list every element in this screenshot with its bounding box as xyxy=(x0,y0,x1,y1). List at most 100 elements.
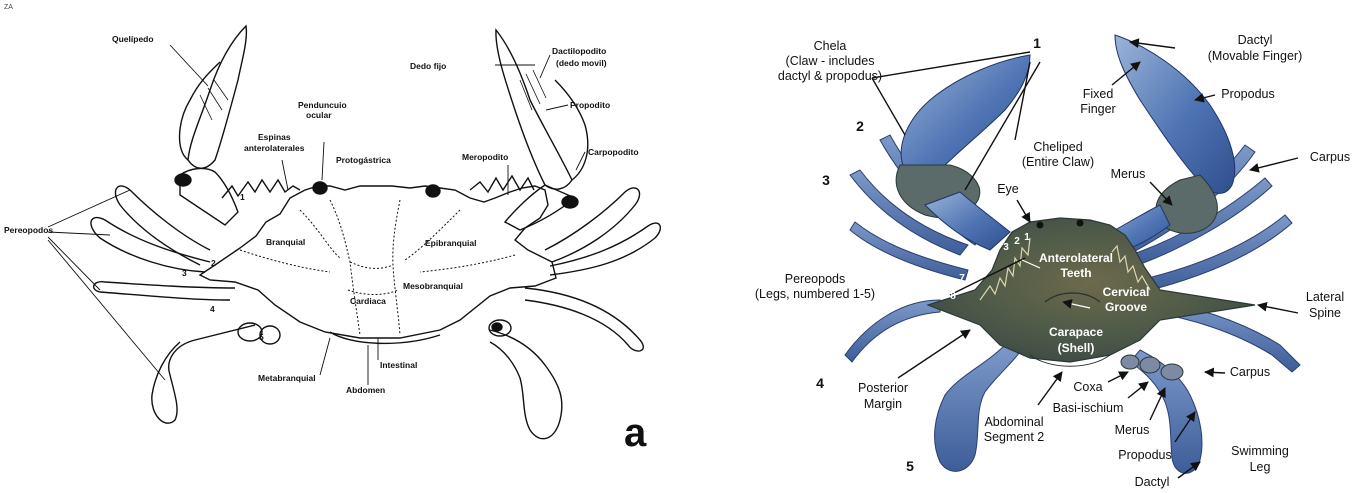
right-leg-number: 2 xyxy=(856,118,864,134)
label-coxa: Coxa xyxy=(1073,380,1102,394)
left-leg-number: 3 xyxy=(182,268,187,278)
left-panel-labels: Quelípedo Dactilopodito (dedo movil) Ded… xyxy=(4,34,647,455)
label-segment-2: Segment 2 xyxy=(984,430,1045,444)
tooth-number: 4 xyxy=(991,248,997,259)
left-claw-dactyl xyxy=(188,26,246,168)
label-ocular: ocular xyxy=(306,110,332,120)
label-margin: Margin xyxy=(864,397,902,411)
right-leg-number: 4 xyxy=(816,375,824,391)
left-leg-3 xyxy=(91,218,210,272)
right-claw-carpus xyxy=(505,185,575,230)
label-teeth: Teeth xyxy=(1060,266,1091,280)
swimming-leg-left xyxy=(935,345,1020,471)
label-fixed: Fixed xyxy=(1083,87,1114,101)
left-leg-number: 1 xyxy=(240,192,245,202)
tooth-number: 5 xyxy=(979,256,985,267)
label-cervical: Cervical xyxy=(1103,285,1150,299)
left-leg-number: 4 xyxy=(210,304,215,314)
label-propodito: Propodito xyxy=(570,100,610,110)
label-anterolaterales: anterolaterales xyxy=(244,143,305,153)
label-eye: Eye xyxy=(997,182,1019,196)
label-intestinal: Intestinal xyxy=(380,360,417,370)
label-cheliped: Cheliped xyxy=(1033,140,1082,154)
label-quelipedo: Quelípedo xyxy=(112,34,154,44)
label-merus-bottom: Merus xyxy=(1115,423,1150,437)
label-dactyl-bottom: Dactyl xyxy=(1135,475,1170,489)
label-carpus-bottom: Carpus xyxy=(1230,365,1270,379)
right-leg-3 xyxy=(550,223,660,275)
label-abdominal: Abdominal xyxy=(984,415,1043,429)
right-leg-4-left xyxy=(845,300,940,362)
tooth-number: 3 xyxy=(1003,242,1009,253)
right-eye-icon xyxy=(426,185,440,197)
tooth-number: 1 xyxy=(1024,232,1030,243)
right-claw-fixed xyxy=(555,80,588,180)
label-metabranquial: Metabranquial xyxy=(258,373,316,383)
right-leg-number: 5 xyxy=(906,458,914,474)
right-swim-leg xyxy=(490,330,562,439)
label-chela-claw: (Claw - includes xyxy=(786,54,875,68)
label-epibranquial: Epibranquial xyxy=(425,238,476,248)
label-carpopodito: Carpopodito xyxy=(588,147,639,157)
crab-eye-icon xyxy=(1037,222,1044,229)
label-propodus-top: Propodus xyxy=(1221,87,1275,101)
right-panel-labels: Chela (Claw - includes dactyl & propodus… xyxy=(755,33,1350,489)
right-leg-number: 1 xyxy=(1033,35,1041,51)
left-leg-2 xyxy=(115,186,210,265)
label-groove: Groove xyxy=(1105,300,1147,314)
panel-letter-a: a xyxy=(624,411,647,455)
right-leg-4 xyxy=(525,288,643,351)
label-carpus-top: Carpus xyxy=(1310,150,1350,164)
corner-mark: ZA xyxy=(4,4,13,11)
label-leg: Leg xyxy=(1250,460,1271,474)
label-swimming: Swimming xyxy=(1231,444,1289,458)
left-eye-icon xyxy=(313,182,327,194)
label-branquial: Branquial xyxy=(266,237,305,247)
label-mesobranquial: Mesobranquial xyxy=(403,281,463,291)
label-basi-ischium: Basi-ischium xyxy=(1053,401,1124,415)
label-dedo-fijo: Dedo fijo xyxy=(410,61,446,71)
left-leg-number: 5 xyxy=(259,332,264,342)
label-meropodito: Meropodito xyxy=(462,152,508,162)
label-pereopodos: Pereopodos xyxy=(4,225,53,235)
left-anterolateral-spines xyxy=(222,180,300,198)
label-lateral: Lateral xyxy=(1306,290,1344,304)
label-legs-numbered: (Legs, numbered 1-5) xyxy=(755,287,875,301)
tooth-number: 8 xyxy=(950,291,956,302)
label-abdomen: Abdomen xyxy=(346,385,385,395)
left-swim-leg xyxy=(152,325,255,423)
left-leg-number: 2 xyxy=(211,258,216,268)
label-propodus-bottom: Propodus xyxy=(1118,448,1172,462)
label-shell: (Shell) xyxy=(1058,341,1095,355)
left-claw-chela xyxy=(901,55,1030,178)
label-entire-claw: (Entire Claw) xyxy=(1022,155,1094,169)
label-chela: Chela xyxy=(814,39,847,53)
label-protogastrica: Protogástrica xyxy=(336,155,391,165)
tooth-number: 2 xyxy=(1014,236,1020,247)
tooth-number: 7 xyxy=(959,273,965,284)
label-movable-finger: (Movable Finger) xyxy=(1208,49,1302,63)
label-posterior: Posterior xyxy=(858,381,908,395)
label-pedunculo: Penduncuio xyxy=(298,100,347,110)
label-finger: Finger xyxy=(1080,102,1115,116)
label-espinas: Espinas xyxy=(258,132,291,142)
label-pereopods: Pereopods xyxy=(785,272,845,286)
right-leg-2 xyxy=(545,188,640,262)
label-cardiaca: Cardiaca xyxy=(350,296,386,306)
label-anterolateral: Anterolateral xyxy=(1039,251,1113,265)
left-carapace-outline xyxy=(200,186,556,338)
label-dactyl-top: Dactyl xyxy=(1238,33,1273,47)
left-leg-4 xyxy=(94,282,235,300)
label-merus-top: Merus xyxy=(1111,167,1146,181)
label-dactilopodito: Dactilopodito xyxy=(552,46,606,56)
tooth-number: 6 xyxy=(968,264,974,275)
left-region-lines xyxy=(240,200,515,335)
right-leg-number: 3 xyxy=(822,172,830,188)
label-spine: Spine xyxy=(1309,306,1341,320)
label-chela-dactyl: dactyl & propodus) xyxy=(778,69,882,83)
label-carapace: Carapace xyxy=(1049,325,1103,339)
left-anterolateral-spines-right xyxy=(470,176,534,192)
label-dedo-movil: (dedo movil) xyxy=(556,58,607,68)
left-panel-diagram: ZA xyxy=(4,4,660,439)
